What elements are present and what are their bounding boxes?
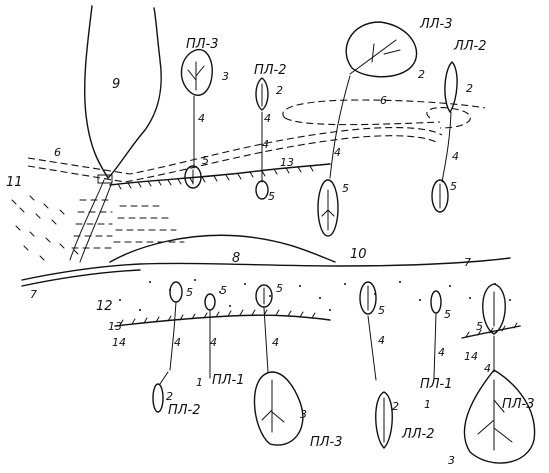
num-5-b2: 5 <box>220 284 227 297</box>
num-12: 12 <box>96 299 113 314</box>
structure-pl3-top <box>180 48 213 189</box>
num-2-pl2: 2 <box>276 84 283 97</box>
structure-pl1-a <box>204 293 216 379</box>
structure-ll2-bottom <box>359 281 393 449</box>
main-line-7-lower <box>21 269 141 287</box>
label-ll2-bottom: ЛЛ-2 <box>401 427 435 442</box>
bank-line-14-right-ticks <box>465 322 518 338</box>
label-pl1-a: ПЛ-1 <box>212 373 245 388</box>
channel-9-to-7 <box>69 179 113 263</box>
num-8: 8 <box>232 251 240 266</box>
label-pl1-b: ПЛ-1 <box>420 377 453 392</box>
num-3-c: 3 <box>448 454 455 467</box>
num-4-b2: 4 <box>210 336 217 349</box>
num-7-left: 7 <box>30 288 37 301</box>
num-14-right: 14 <box>464 350 478 363</box>
label-pl2-bottom: ПЛ-2 <box>168 403 201 418</box>
dashed-line-6-left <box>27 127 443 183</box>
main-line-7 <box>21 257 511 281</box>
num-5-b4: 5 <box>378 304 385 317</box>
structure-pl3-bottom-mid <box>253 284 304 446</box>
hatch-area-11 <box>11 195 185 261</box>
num-4-pl2: 4 <box>264 112 271 125</box>
num-6-right: 6 <box>380 94 387 107</box>
num-2-c: 2 <box>392 400 399 413</box>
channel-gate <box>97 174 113 184</box>
structure-pl2-bottom <box>152 281 183 413</box>
structure-pl1-b <box>430 290 442 379</box>
stipple-zone <box>119 279 511 311</box>
num-5-b6: 5 <box>476 320 483 333</box>
num-5-ll3: 5 <box>342 182 349 195</box>
num-3-b: 3 <box>300 408 307 421</box>
num-7-right: 7 <box>464 256 471 269</box>
num-13-bottom: 13 <box>108 320 122 333</box>
num-4-b6: 4 <box>484 362 491 375</box>
num-5-b5: 5 <box>444 308 451 321</box>
bank-line-13-top-ticks <box>117 165 314 190</box>
num-13-top: 13 <box>280 156 294 169</box>
num-4-b3: 4 <box>272 336 279 349</box>
num-4-ll3: 4 <box>334 146 341 159</box>
num-5-b3: 5 <box>276 282 283 295</box>
area-8-outline <box>109 234 336 263</box>
structure-pl3-bottom-right <box>463 283 536 464</box>
num-2-b: 2 <box>166 390 173 403</box>
label-pl3-bottom-mid: ПЛ-3 <box>310 435 343 450</box>
label-ll3-top: ЛЛ-3 <box>419 17 453 32</box>
num-11: 11 <box>6 175 23 190</box>
label-pl3-bottom-right: ПЛ-3 <box>502 397 535 412</box>
structure-ll3-top <box>317 21 418 237</box>
label-ll2-top: ЛЛ-2 <box>453 39 487 54</box>
num-14-left: 14 <box>112 336 126 349</box>
structure-ll2-top <box>431 61 458 213</box>
num-5-pl2: 5 <box>268 190 275 203</box>
num-4-pl3: 4 <box>198 112 205 125</box>
num-4-b5: 4 <box>438 346 445 359</box>
num-4-ll2: 4 <box>452 150 459 163</box>
dashed-loop-6-right <box>282 99 486 129</box>
bank-line-13-bottom-ticks <box>119 309 316 326</box>
num-1-b: 1 <box>424 398 431 411</box>
num-5-b1: 5 <box>186 286 193 299</box>
label-pl3-top: ПЛ-3 <box>186 37 219 52</box>
num-6-left: 6 <box>54 146 61 159</box>
num-2-ll2: 2 <box>466 82 473 95</box>
num-3-pl3: 3 <box>222 70 229 83</box>
num-1-a: 1 <box>196 376 203 389</box>
area-9-outline <box>84 5 162 179</box>
num-2-ll3: 2 <box>418 68 425 81</box>
num-10: 10 <box>350 247 367 262</box>
label-pl2-top: ПЛ-2 <box>254 63 287 78</box>
num-9: 9 <box>112 77 120 92</box>
bank-line-13-top <box>109 163 331 186</box>
num-4-b1: 4 <box>174 336 181 349</box>
num-5-pl3: 5 <box>202 154 209 167</box>
bank-line-13-bottom <box>114 314 331 327</box>
num-4-b4: 4 <box>378 334 385 347</box>
num-5-ll2: 5 <box>450 180 457 193</box>
structure-pl2-top <box>255 77 269 200</box>
num-4-pl2b: 4 <box>262 138 269 151</box>
